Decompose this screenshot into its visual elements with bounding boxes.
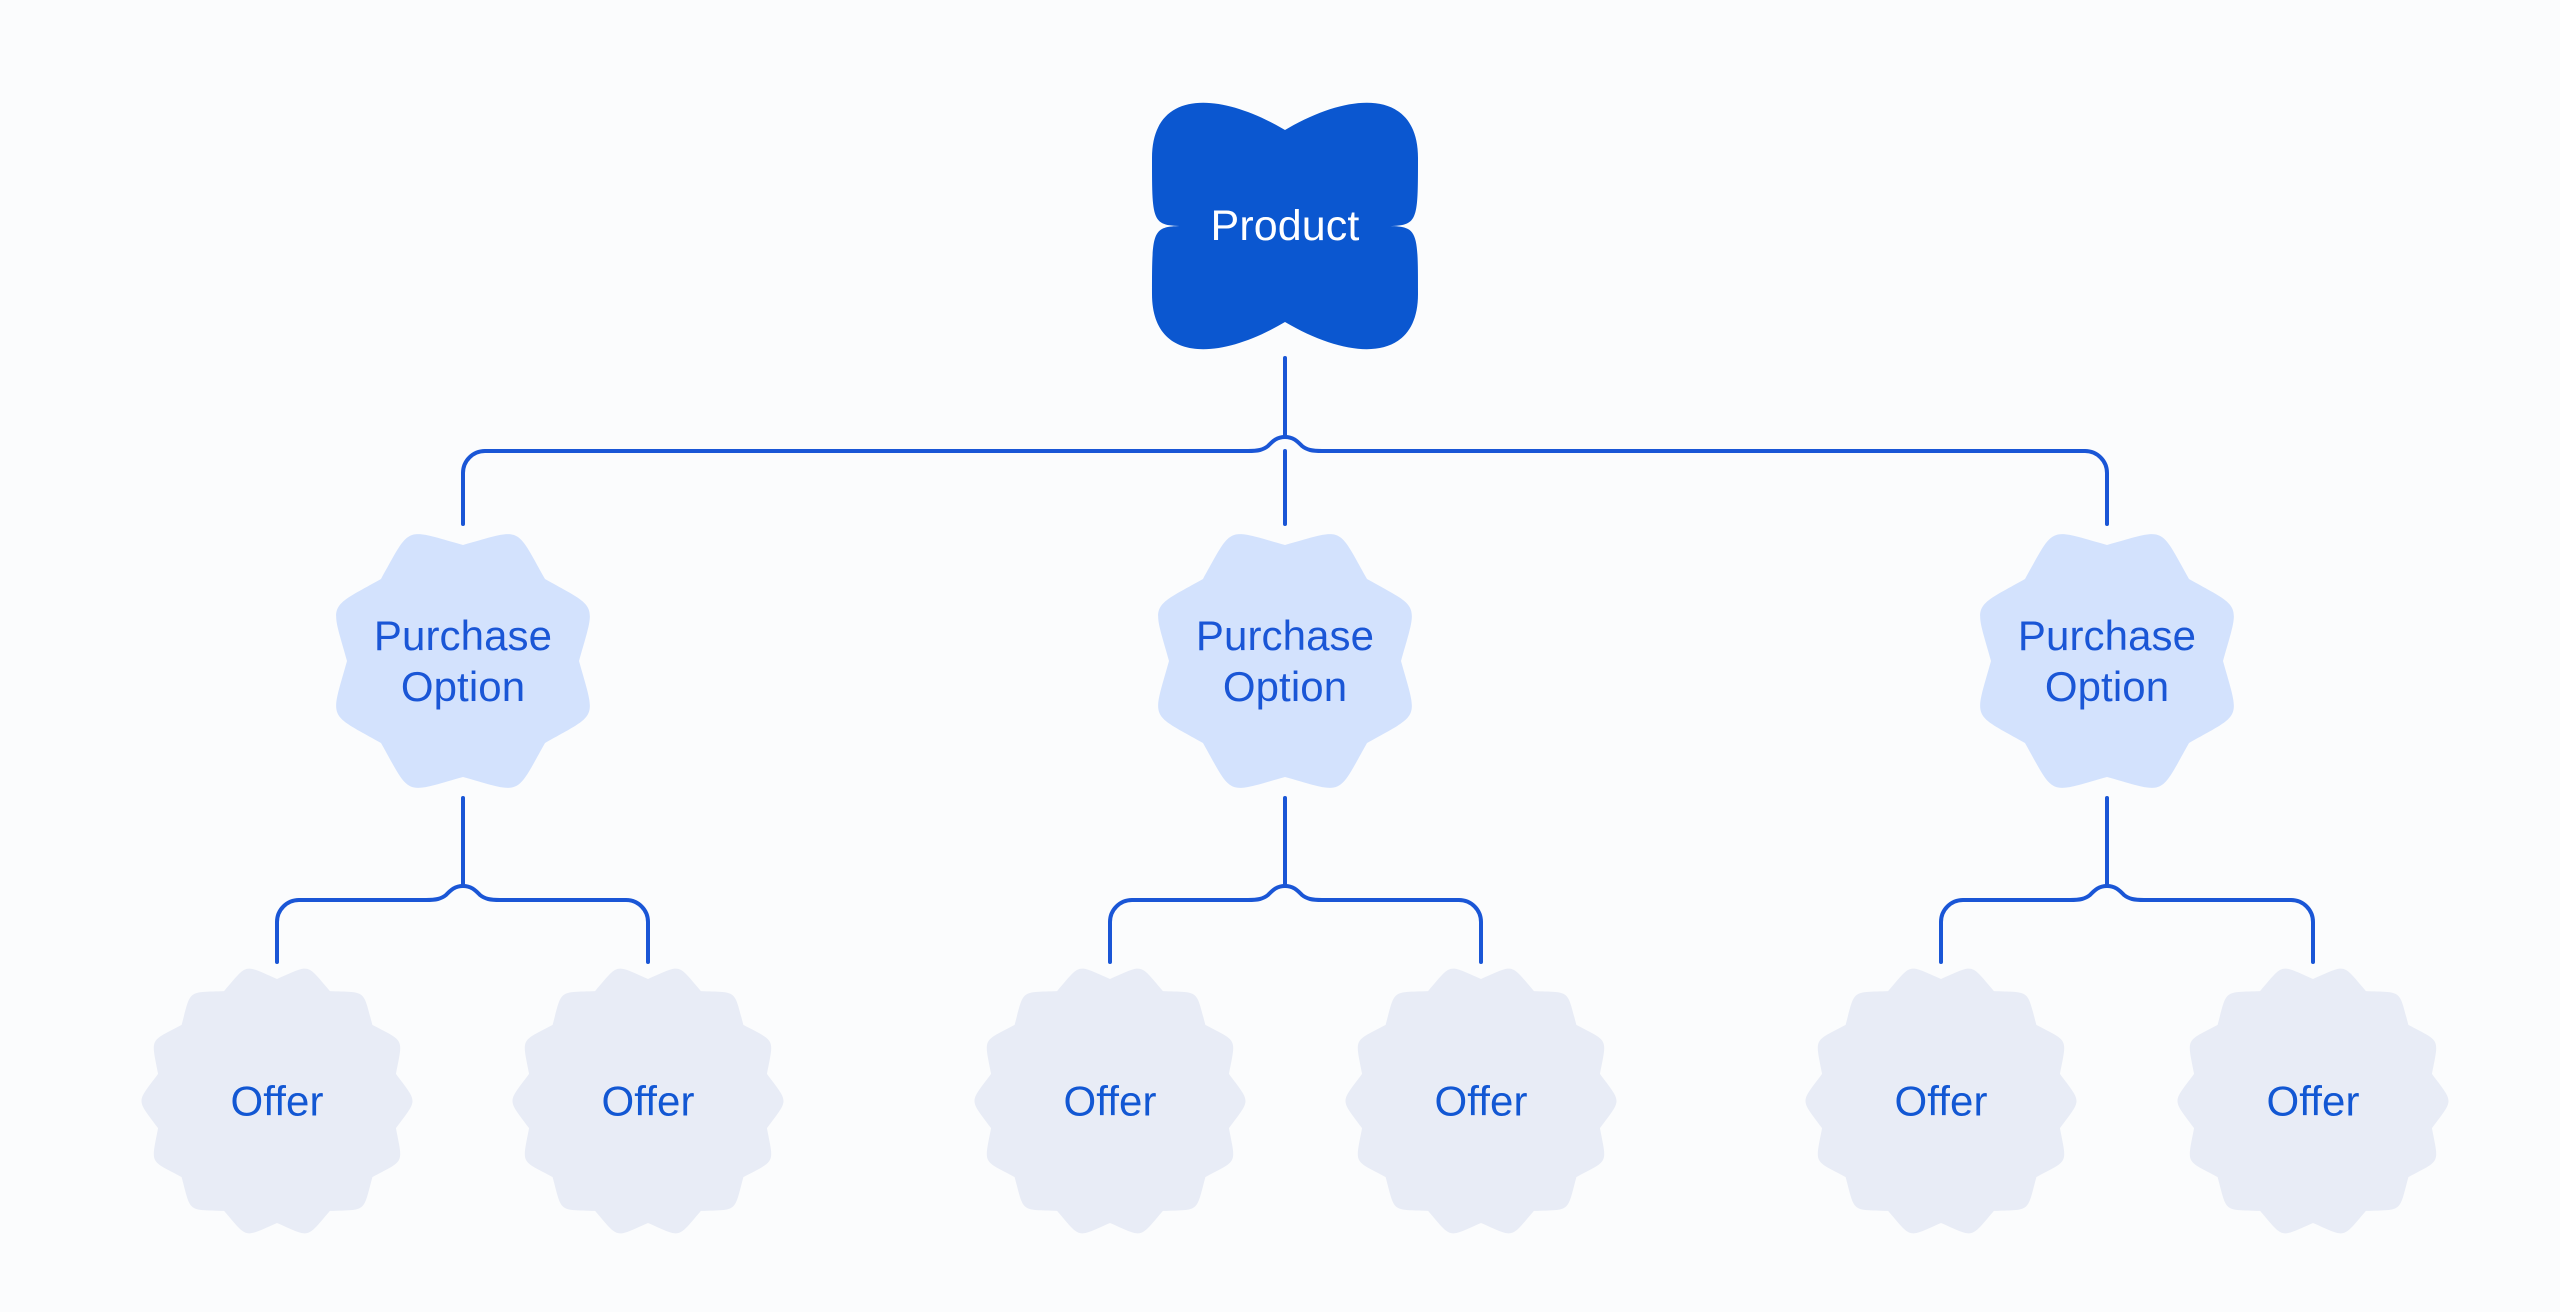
node-offer-5[interactable] [1805,968,2077,1234]
connector-level1-bus-left [461,435,1287,526]
node-purchase-option-2[interactable] [1158,534,1412,788]
connector-group [275,356,2315,964]
node-offer-2[interactable] [512,968,784,1234]
node-purchase-option-1[interactable] [336,534,590,788]
connector-po2-bus-left [1108,884,1287,964]
connector-po3-bus-left [1939,884,2109,964]
node-purchase-option-3[interactable] [1980,534,2234,788]
purchase-option-nodes-group [336,534,2234,788]
connector-level1-bus-right [1283,435,2109,526]
offer-nodes-group [141,968,2449,1234]
connector-po3-bus-right [2105,884,2315,964]
node-offer-6[interactable] [2177,968,2449,1234]
node-offer-3[interactable] [974,968,1246,1234]
node-offer-4[interactable] [1345,968,1617,1234]
connector-po1-bus-right [461,884,650,964]
node-offer-1[interactable] [141,968,413,1234]
connector-po1-bus-left [275,884,465,964]
connector-po2-bus-right [1283,884,1483,964]
node-product[interactable] [1152,102,1418,350]
